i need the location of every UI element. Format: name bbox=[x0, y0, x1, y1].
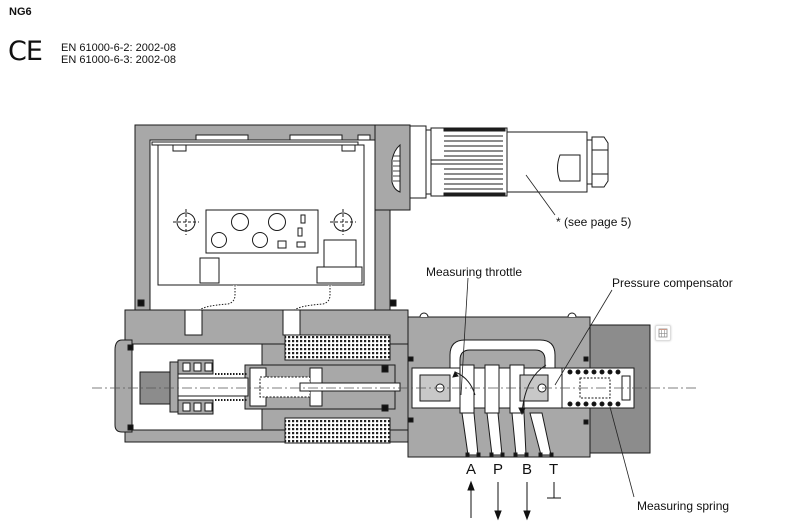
coil-top bbox=[284, 334, 391, 361]
standard-line-1: EN 61000-6-2: 2002-08 bbox=[61, 42, 176, 54]
measuring-throttle-leader bbox=[460, 277, 469, 396]
port-flow-symbols bbox=[467, 480, 561, 521]
knurled-nut bbox=[430, 127, 508, 197]
ce-mark-icon: CE bbox=[8, 36, 43, 67]
pressure-compensator-leader bbox=[554, 289, 613, 386]
port-label-p: P bbox=[493, 461, 504, 478]
port-label-t: T bbox=[549, 461, 559, 478]
standard-line-2: EN 61000-6-3: 2002-08 bbox=[61, 54, 176, 66]
image-viewer-icon[interactable] bbox=[655, 325, 671, 341]
measuring-spring-leader bbox=[609, 406, 635, 498]
hex-fitting bbox=[591, 136, 609, 188]
measuring-spring-label: Measuring spring bbox=[637, 499, 730, 513]
connector-leader bbox=[525, 174, 556, 216]
solenoid-body bbox=[114, 309, 409, 444]
port-label-a: A bbox=[466, 461, 477, 478]
arrow-down-icon bbox=[494, 510, 502, 521]
arrow-down-icon bbox=[523, 510, 531, 521]
port-label-b: B bbox=[522, 461, 533, 478]
coil-bottom bbox=[284, 417, 391, 444]
grid-image-icon bbox=[658, 328, 668, 338]
measuring-throttle-label: Measuring throttle bbox=[426, 265, 523, 279]
arrow-up-icon bbox=[467, 480, 475, 491]
connector-note-label: * (see page 5) bbox=[556, 215, 632, 229]
size-label: NG6 bbox=[9, 6, 32, 18]
electronics-housing bbox=[134, 124, 411, 313]
valve-body bbox=[407, 312, 651, 458]
end-cap bbox=[114, 339, 133, 433]
pressure-compensator-label: Pressure compensator bbox=[612, 276, 733, 290]
connector-plug bbox=[391, 125, 609, 199]
